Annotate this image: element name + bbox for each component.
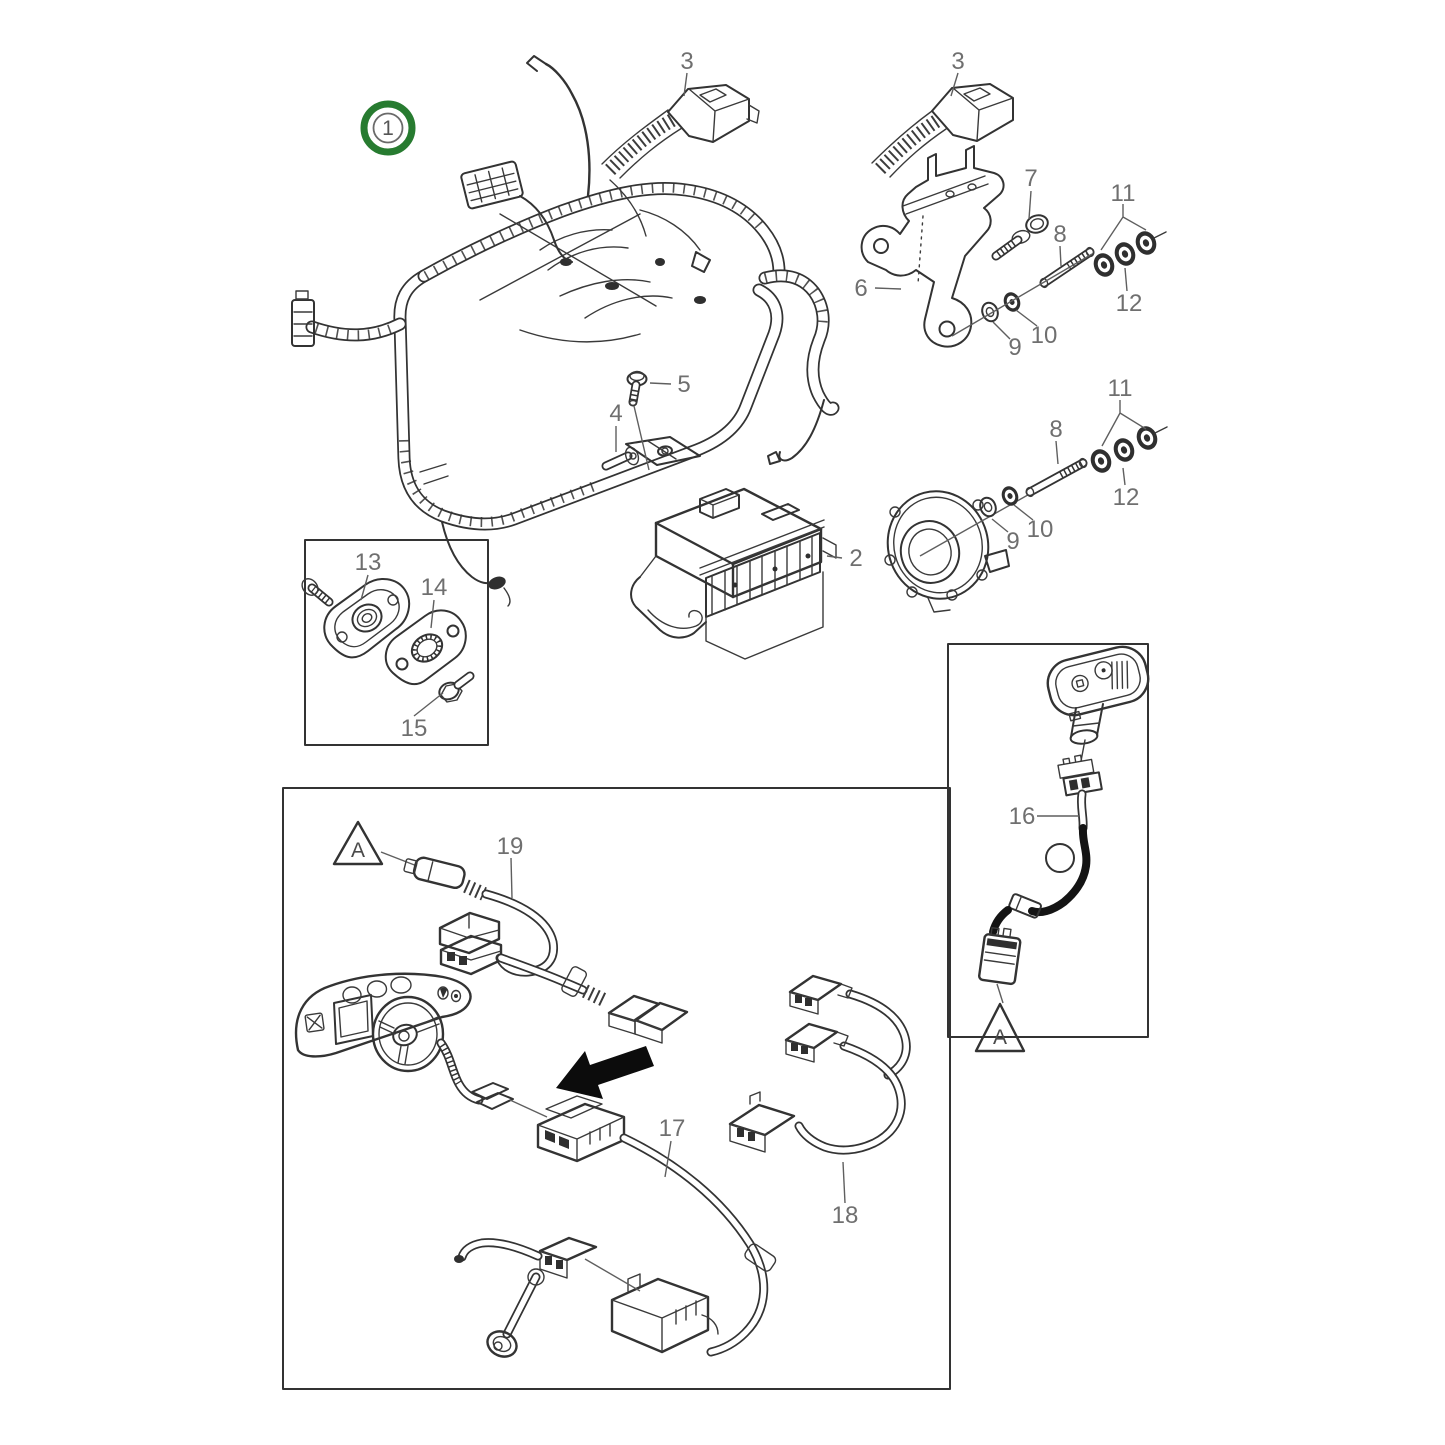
nut-10-upper (1003, 292, 1021, 312)
callout-18[interactable]: 18 (832, 1202, 859, 1229)
nut-10-lower (1001, 486, 1019, 506)
connector-3-left (601, 84, 760, 179)
callout-1[interactable]: 1 (382, 117, 394, 140)
stud-8-lower (1025, 457, 1088, 498)
callout-10-upper[interactable]: 10 (1031, 322, 1058, 349)
fuse-box-2 (630, 487, 837, 660)
axis-line-upper (951, 253, 1093, 337)
cable-17 (454, 1095, 777, 1358)
callout-10-lower[interactable]: 10 (1027, 516, 1054, 543)
grommets-11-12-upper (1093, 231, 1167, 277)
gasket-14 (384, 609, 467, 686)
callout-6[interactable]: 6 (854, 275, 867, 302)
lever-connector (454, 1236, 598, 1358)
harness-left-connector (291, 290, 315, 347)
callout-11-upper[interactable]: 11 (1111, 180, 1136, 207)
washer-9-upper (981, 301, 999, 323)
callout-3-right[interactable]: 3 (951, 48, 964, 75)
bottom-box: A (282, 787, 951, 1390)
sensor-ring (884, 490, 1010, 613)
cable-18 (728, 974, 911, 1155)
triangle-a-leader (380, 851, 418, 867)
harness-wire-cluster (479, 179, 711, 343)
sensor-13 (301, 578, 411, 659)
callout-labels: 3 3 7 11 8 6 12 10 9 5 4 11 8 12 10 9 2 … (355, 48, 1143, 1229)
triangle-marker-a-right: A (974, 1002, 1026, 1053)
bolt-5 (626, 370, 648, 407)
leader-lines (360, 72, 1147, 1204)
marker-a-right-label: A (993, 1026, 1007, 1049)
bolt-5-axis (633, 405, 650, 471)
callout-8-lower[interactable]: 8 (1049, 416, 1062, 443)
harness-grid-connector (460, 160, 524, 210)
washer-9-lower (979, 496, 997, 518)
marker-a-bottom-label: A (351, 839, 365, 862)
callout-9-upper[interactable]: 9 (1008, 334, 1021, 361)
power-socket-16 (978, 645, 1150, 1004)
callout-15[interactable]: 15 (401, 715, 428, 742)
callout-9-lower[interactable]: 9 (1006, 528, 1019, 555)
callout-12-upper[interactable]: 12 (1116, 290, 1143, 317)
callout-16[interactable]: 16 (1009, 803, 1036, 830)
steering-wheel (371, 995, 445, 1073)
callout-11-lower[interactable]: 11 (1108, 375, 1133, 402)
dashboard-sketch (294, 972, 548, 1118)
bolt-7 (991, 214, 1049, 261)
main-harness-drawing (291, 55, 840, 607)
direction-arrow (556, 1046, 654, 1099)
callout-17[interactable]: 17 (659, 1115, 686, 1142)
cable-19 (403, 856, 689, 1044)
callout-1-highlight[interactable]: 1 (360, 100, 416, 156)
callout-12-lower[interactable]: 12 (1113, 484, 1140, 511)
parts-box-13-15 (301, 539, 489, 746)
callout-8-upper[interactable]: 8 (1053, 221, 1066, 248)
bracket-6 (860, 145, 1005, 348)
bolt-15 (438, 671, 475, 703)
triangle-marker-a-bottom: A (332, 820, 384, 866)
callout-2[interactable]: 2 (849, 545, 862, 572)
stud-8-upper (1039, 246, 1095, 289)
callout-7[interactable]: 7 (1024, 165, 1037, 192)
callout-3-left[interactable]: 3 (680, 48, 693, 75)
callout-14[interactable]: 14 (421, 574, 448, 601)
connector-3-right (871, 83, 1014, 178)
callout-13[interactable]: 13 (355, 549, 382, 576)
callout-19[interactable]: 19 (497, 833, 524, 860)
right-box-16: A (947, 643, 1150, 1053)
callout-4[interactable]: 4 (609, 400, 622, 427)
callout-5[interactable]: 5 (677, 371, 690, 398)
grommets-11-12-lower (1090, 426, 1168, 473)
